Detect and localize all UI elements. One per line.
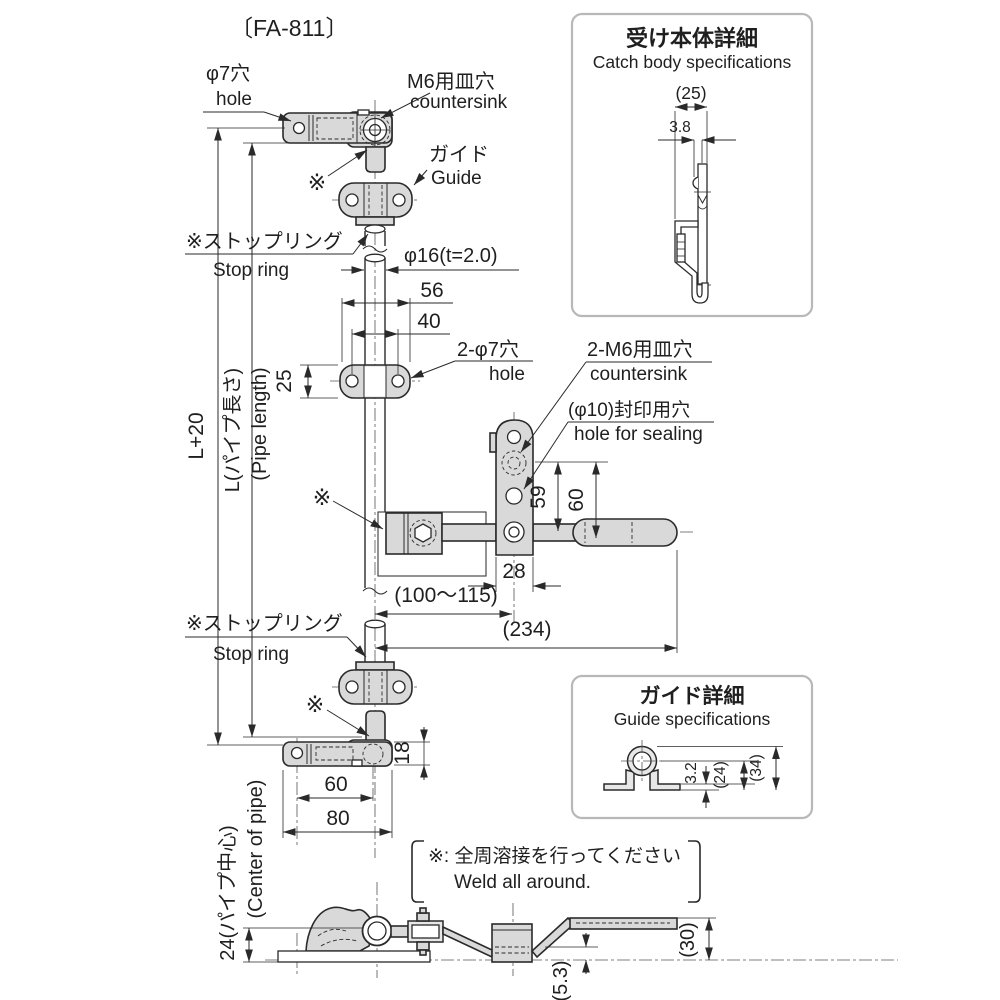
sealing-label-en: hole for sealing	[574, 424, 703, 445]
weld-note-en: Weld all around.	[454, 872, 591, 893]
top-latch-assembly	[282, 109, 393, 173]
side-base-plate	[277, 950, 431, 963]
dim-center-jp: 24(パイプ中心)	[216, 825, 239, 961]
dim-center-en: (Center of pipe)	[245, 780, 267, 919]
weld-ref-mark-bottom: ※	[306, 692, 324, 717]
guide-box-title-jp: ガイド詳細	[640, 684, 745, 708]
catch-box-title-en: Catch body specifications	[593, 52, 792, 72]
guide-box-dim-34: (34)	[748, 754, 765, 782]
stop-ring-top	[355, 216, 395, 226]
dim-60: 60	[324, 773, 347, 796]
countersink-label-jp: M6用皿穴	[407, 70, 495, 93]
catch-lip	[676, 233, 686, 263]
dim-total: (234)	[502, 618, 551, 641]
label-leaders	[185, 92, 714, 737]
annotations: 〔FA-811〕 φ7穴 hole M6用皿穴 countersink ガイド …	[185, 15, 791, 1000]
catch-box-dim-38: 3.8	[669, 119, 691, 136]
dim-30: (30)	[677, 922, 699, 958]
hex-bolt	[414, 523, 432, 543]
sealing-label-jp: (φ10)封印用穴	[568, 399, 690, 421]
middle-mount-plate	[339, 364, 411, 399]
stop-ring-bottom-en: Stop ring	[213, 644, 289, 665]
guide-box-title-en: Guide specifications	[614, 709, 771, 729]
stop-ring-top-jp: ※ストップリング	[186, 230, 343, 253]
catch-box-title-jp: 受け本体詳細	[626, 26, 758, 51]
hole-label-jp: φ7穴	[206, 62, 250, 85]
weld-ref-mark-top: ※	[308, 170, 326, 195]
weld-note-jp: ※: 全周溶接を行ってください	[428, 845, 681, 867]
guide-label-jp: ガイド	[429, 143, 489, 166]
dim-18: 18	[391, 741, 414, 764]
dim-l-en: (Pipe length)	[249, 367, 271, 480]
guide-box-dim-24: (24)	[712, 761, 729, 789]
dim-l20: L+20	[185, 412, 208, 459]
dim-28: 28	[502, 560, 525, 583]
lever-arm-left	[441, 523, 497, 542]
catch-box-dim-25: (25)	[675, 83, 706, 103]
hole-label-en: hole	[216, 89, 252, 110]
guide-detail-box	[570, 674, 814, 820]
dim-53: (5.3)	[550, 960, 572, 1000]
top-mount-hole	[292, 121, 306, 135]
note-bracket-left	[411, 840, 424, 903]
guide-label-en: Guide	[431, 168, 482, 189]
guide-box-dim-32: 3.2	[683, 762, 700, 784]
bottom-pipe-stub	[365, 710, 386, 743]
holes2-label-en: hole	[489, 364, 525, 385]
catch-body-detail-box	[570, 12, 814, 318]
side-arm-lower	[442, 925, 493, 959]
side-handle-plate	[569, 917, 678, 930]
bottom-mount-hole	[290, 746, 304, 760]
catch-box-frame	[570, 12, 814, 318]
side-link	[390, 925, 409, 938]
dim-range: (100〜115)	[394, 584, 498, 607]
top-pipe-stub	[365, 146, 386, 173]
stop-ring-top-en: Stop ring	[213, 260, 289, 281]
countersink-label-en: countersink	[410, 92, 508, 113]
pipe	[362, 231, 388, 662]
stop-ring-bottom	[355, 661, 395, 671]
pipe-clamp-block	[385, 512, 443, 555]
guide-plate-bottom	[338, 669, 413, 705]
sealing-hole	[505, 487, 523, 505]
note-bracket-right	[688, 840, 701, 903]
lever-arm-right	[532, 523, 579, 542]
pipe-spec-label: φ16(t=2.0)	[404, 245, 498, 267]
dim-60-vertical: 60	[565, 488, 588, 511]
lever-top-hole	[506, 429, 522, 445]
dimension-lines	[207, 127, 716, 974]
side-view	[277, 906, 678, 963]
countersink2-label-jp: 2-M6用皿穴	[587, 338, 693, 361]
lower-latch-assembly	[282, 661, 413, 767]
holes2-label-jp: 2-φ7穴	[457, 338, 519, 361]
weld-note	[411, 840, 701, 903]
dim-40: 40	[417, 310, 440, 333]
stop-ring-bottom-jp: ※ストップリング	[186, 612, 343, 635]
dim-56: 56	[420, 279, 443, 302]
side-arm-riser	[530, 916, 576, 959]
dim-80: 80	[326, 807, 349, 830]
dim-59: 59	[527, 485, 550, 508]
lever-assembly	[377, 419, 678, 577]
countersink2-label-en: countersink	[590, 364, 688, 385]
catch-plate-profile	[697, 163, 708, 285]
page-title: 〔FA-811〕	[230, 15, 348, 41]
weld-ref-mark-mid: ※	[313, 485, 331, 510]
top-guide	[338, 182, 413, 234]
handle-grip	[572, 518, 678, 547]
dim-25: 25	[273, 369, 296, 392]
dim-l-jp: L(パイプ長さ)	[222, 368, 244, 492]
